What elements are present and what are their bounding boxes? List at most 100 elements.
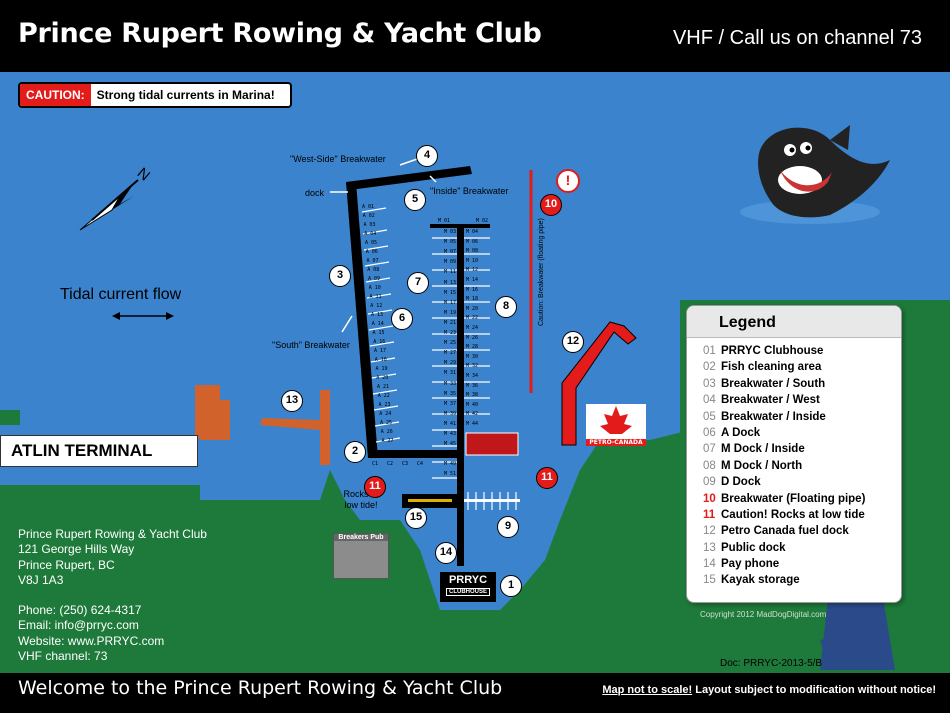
marker-7[interactable]: 7 <box>407 272 429 294</box>
slip-label: M 15 <box>444 289 457 296</box>
marker-13[interactable]: 13 <box>281 390 303 412</box>
address-postal: V8J 1A3 <box>18 572 64 587</box>
slip-label: A 26 <box>380 429 393 435</box>
slip-label: M 13 <box>444 279 457 286</box>
slip-label: M 33 <box>444 380 457 387</box>
header: Prince Rupert Rowing & Yacht Club VHF / … <box>0 0 950 72</box>
marker-4[interactable]: 4 <box>416 145 438 167</box>
slip-label: M 16 <box>466 286 479 293</box>
slip-label: C1 <box>372 461 379 467</box>
address-website[interactable]: Website: www.PRRYC.com <box>18 633 165 648</box>
marker-10[interactable]: 10 <box>540 194 562 216</box>
marker-12[interactable]: 12 <box>562 331 584 353</box>
slip-label: A 19 <box>375 366 388 372</box>
atlin-arm <box>200 400 230 440</box>
slip-label: A 22 <box>377 393 390 399</box>
slip-label: A 11 <box>369 294 382 300</box>
slip-label: M 03 <box>444 229 457 235</box>
slip-label: A 21 <box>377 384 390 390</box>
m48-boat <box>465 432 519 456</box>
copyright: Copyright 2012 MadDogDigital.com <box>700 610 827 619</box>
slip-label: M 36 <box>466 382 479 389</box>
scale-note: Map not to scale! <box>602 684 693 696</box>
label-inside-breakwater: "Inside" Breakwater <box>430 186 509 196</box>
marker-5[interactable]: 5 <box>404 189 426 211</box>
slip-label: M 07 <box>444 249 457 256</box>
slip-label: M 31 <box>444 370 457 377</box>
pub-label: Breakers Pub <box>334 534 388 541</box>
slip-label: C3 <box>402 461 409 467</box>
slip-label: M 39 <box>444 410 457 417</box>
legend-title: Legend <box>687 306 901 338</box>
address-name: Prince Rupert Rowing & Yacht Club <box>18 527 207 541</box>
address-email[interactable]: Email: info@prryc.com <box>18 618 139 633</box>
slip-label: M 44 <box>466 421 479 427</box>
slip-label: M 32 <box>466 363 479 370</box>
maple-leaf-icon <box>600 406 632 434</box>
slip-label: M 14 <box>466 277 479 283</box>
slip-label: M 45 <box>444 441 457 448</box>
slip-label: M 27 <box>444 350 457 357</box>
slip-label: M 47 <box>444 451 457 458</box>
slip-label: M 29 <box>444 360 457 367</box>
slip-label: M 42 <box>466 411 479 418</box>
slip-label: A 10 <box>368 285 381 291</box>
tidal-current-label: Tidal current flow <box>60 286 182 303</box>
m-dock-spine <box>457 226 464 566</box>
marker-9[interactable]: 9 <box>497 516 519 538</box>
slip-label: A 05 <box>365 240 378 246</box>
marker-14[interactable]: 14 <box>435 542 457 564</box>
label-west-breakwater: "West-Side" Breakwater <box>290 154 386 164</box>
caution-tag: CAUTION: <box>20 84 91 106</box>
slip-label: M 38 <box>466 392 479 399</box>
breakwater-west <box>346 166 472 190</box>
doc-reference: Doc: PRRYC-2013-5/B <box>720 658 823 669</box>
footer: Welcome to the Prince Rupert Rowing & Ya… <box>0 673 950 713</box>
slip-label: M 22 <box>466 315 479 322</box>
slip-label: M 19 <box>444 309 457 316</box>
label-south-breakwater: "South" Breakwater <box>272 340 350 350</box>
marker-3[interactable]: 3 <box>329 265 351 287</box>
slip-label: M 26 <box>466 334 479 341</box>
slip-label: M 49 <box>444 461 457 468</box>
petro-canada-logo: PETRO-CANADA <box>586 404 646 446</box>
breakwater-south <box>346 182 378 458</box>
slip-label: M 30 <box>466 353 479 360</box>
fuel-dock <box>561 321 637 446</box>
slip-label: A 17 <box>374 348 387 354</box>
slip-label: A 14 <box>371 321 384 327</box>
slip-label: A 15 <box>372 330 385 336</box>
marker-11[interactable]: 11 <box>364 476 386 498</box>
slip-label: M 34 <box>466 373 479 379</box>
orca-cartoon <box>740 125 890 224</box>
slip-label: A 18 <box>374 357 387 363</box>
layout-note: Layout subject to modification without n… <box>692 684 936 696</box>
slip-label: M 05 <box>444 239 457 246</box>
marker-11b[interactable]: 11 <box>536 467 558 489</box>
caution-message: Strong tidal currents in Marina! <box>96 88 275 102</box>
marker-1[interactable]: 1 <box>500 575 522 597</box>
slip-label: A 27 <box>381 438 394 444</box>
slip-label: M 25 <box>444 340 457 347</box>
slip-label: M 35 <box>444 390 457 397</box>
slip-label: M 09 <box>444 259 457 266</box>
slip-label: A 03 <box>363 222 376 228</box>
marker-6[interactable]: 6 <box>391 308 413 330</box>
slip-label: A 23 <box>378 402 391 408</box>
marker-2[interactable]: 2 <box>344 441 366 463</box>
tidal-arrow <box>112 312 174 320</box>
slip-label: A 01 <box>362 204 375 210</box>
slip-label: A 06 <box>365 249 378 255</box>
marker-8[interactable]: 8 <box>495 296 517 318</box>
marker-15[interactable]: 15 <box>405 507 427 529</box>
land-bottom <box>300 560 420 610</box>
address-phone: Phone: (250) 624-4317 <box>18 603 142 618</box>
